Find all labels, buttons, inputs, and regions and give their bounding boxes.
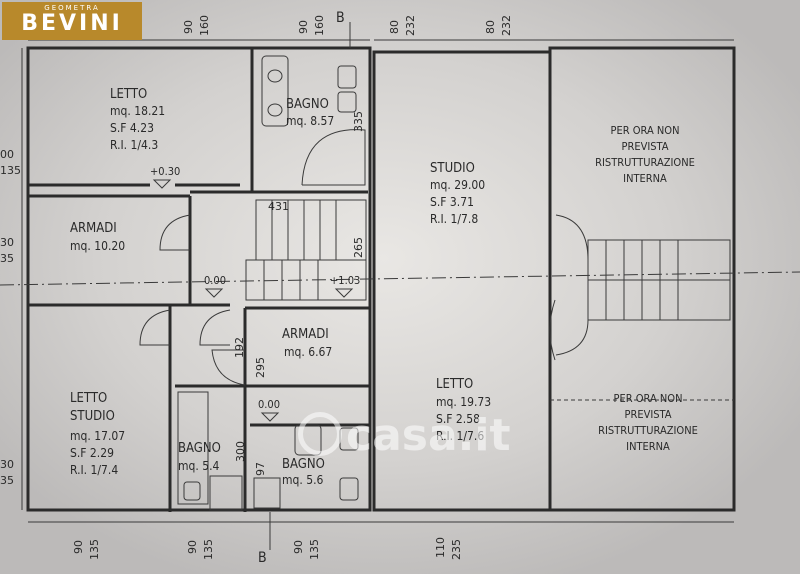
level-plus-030: +0.30 xyxy=(150,165,180,178)
note-no-renovation-1: PER ORA NON PREVISTA RISTRUTTURAZIONE IN… xyxy=(595,124,695,185)
svg-text:RISTRUTTURAZIONE: RISTRUTTURAZIONE xyxy=(595,156,695,169)
svg-text:S.F 3.71: S.F 3.71 xyxy=(430,195,474,209)
svg-text:mq. 5.4: mq. 5.4 xyxy=(178,459,220,473)
svg-text:R.I. 1/7.6: R.I. 1/7.6 xyxy=(436,429,484,443)
dim-left-3: 30 xyxy=(0,236,14,249)
svg-text:BAGNO: BAGNO xyxy=(178,441,221,456)
dim-inner-335: 335 xyxy=(352,111,365,132)
svg-text:R.I. 1/7.8: R.I. 1/7.8 xyxy=(430,212,478,226)
svg-text:S.F 2.29: S.F 2.29 xyxy=(70,446,114,460)
dim-bottom-7: 110 xyxy=(434,537,447,558)
dim-bottom-1: 90 xyxy=(72,540,85,554)
svg-text:R.I. 1/4.3: R.I. 1/4.3 xyxy=(110,138,158,152)
svg-text:mq. 29.00: mq. 29.00 xyxy=(430,178,485,192)
dim-bottom-8: 235 xyxy=(450,539,463,560)
room-armadi-1: ARMADI mq. 10.20 xyxy=(70,221,125,253)
dim-left-2: 135 xyxy=(0,164,21,177)
dim-top-5: 80 xyxy=(388,20,401,34)
dim-inner-97: 97 xyxy=(254,462,267,476)
svg-text:BAGNO: BAGNO xyxy=(286,97,329,112)
svg-text:mq. 10.20: mq. 10.20 xyxy=(70,239,125,253)
note-no-renovation-2: PER ORA NON PREVISTA RISTRUTTURAZIONE IN… xyxy=(598,392,698,453)
dim-top-8: 232 xyxy=(500,15,513,36)
room-bagno-3: BAGNO mq. 5.6 xyxy=(282,457,325,487)
dimensions-bottom: 90 135 90 135 90 135 110 235 xyxy=(72,537,463,560)
dim-inner-192: 192 xyxy=(233,337,246,358)
dim-bottom-4: 135 xyxy=(202,539,215,560)
room-studio: STUDIO mq. 29.00 S.F 3.71 R.I. 1/7.8 xyxy=(430,161,485,226)
svg-text:ARMADI: ARMADI xyxy=(70,221,117,236)
svg-text:S.F 4.23: S.F 4.23 xyxy=(110,121,154,135)
level-markers: +0.30 0.00 +1.03 0.00 xyxy=(150,165,360,422)
level-000-b: 0.00 xyxy=(258,398,280,411)
svg-text:RISTRUTTURAZIONE: RISTRUTTURAZIONE xyxy=(598,424,698,437)
dimensions-inner: 335 431 265 192 295 300 97 xyxy=(233,111,365,476)
svg-text:PREVISTA: PREVISTA xyxy=(621,140,668,153)
svg-text:INTERNA: INTERNA xyxy=(626,440,670,453)
dim-left-5: 30 xyxy=(0,458,14,471)
svg-text:PER ORA NON: PER ORA NON xyxy=(614,392,683,405)
dim-left-4: 35 xyxy=(0,252,14,265)
casa-it-watermark: casa.it xyxy=(298,410,510,461)
room-letto-1: LETTO mq. 18.21 S.F 4.23 R.I. 1/4.3 xyxy=(110,87,165,152)
dim-bottom-3: 90 xyxy=(186,540,199,554)
room-letto-studio: LETTO STUDIO mq. 17.07 S.F 2.29 R.I. 1/7… xyxy=(70,391,125,477)
dim-inner-265: 265 xyxy=(352,237,365,258)
svg-text:S.F 2.58: S.F 2.58 xyxy=(436,412,480,426)
svg-text:BAGNO: BAGNO xyxy=(282,457,325,472)
dim-left-6: 35 xyxy=(0,474,14,487)
room-bagno-2: BAGNO mq. 5.4 xyxy=(178,441,221,473)
dim-top-4: 160 xyxy=(313,15,326,36)
svg-text:STUDIO: STUDIO xyxy=(70,409,115,424)
section-marker-top: B xyxy=(336,10,345,26)
dimensions-left: 00 135 30 35 30 35 xyxy=(0,148,21,487)
watermark-circle-icon xyxy=(298,412,342,456)
dim-top-1: 90 xyxy=(182,20,195,34)
dim-inner-300: 300 xyxy=(234,441,247,462)
svg-text:mq. 5.6: mq. 5.6 xyxy=(282,473,324,487)
svg-text:mq. 17.07: mq. 17.07 xyxy=(70,429,125,443)
svg-text:mq. 19.73: mq. 19.73 xyxy=(436,395,491,409)
room-letto-2: LETTO mq. 19.73 S.F 2.58 R.I. 1/7.6 xyxy=(436,377,491,443)
logo-name: BEVINI xyxy=(21,11,123,36)
logo-tagline: GEOMETRA xyxy=(44,4,100,12)
svg-text:PREVISTA: PREVISTA xyxy=(624,408,671,421)
bevini-logo: GEOMETRA BEVINI xyxy=(2,2,142,40)
room-bagno-1: BAGNO mq. 8.57 xyxy=(286,97,334,128)
svg-text:mq. 6.67: mq. 6.67 xyxy=(284,345,332,359)
section-marker-bottom: B xyxy=(258,550,267,566)
svg-text:R.I. 1/7.4: R.I. 1/7.4 xyxy=(70,463,118,477)
svg-text:mq. 18.21: mq. 18.21 xyxy=(110,104,165,118)
level-000-a: 0.00 xyxy=(204,274,226,287)
svg-text:STUDIO: STUDIO xyxy=(430,161,475,176)
svg-text:mq. 8.57: mq. 8.57 xyxy=(286,114,334,128)
svg-text:LETTO: LETTO xyxy=(436,377,473,392)
dim-bottom-5: 90 xyxy=(292,540,305,554)
dim-inner-295: 295 xyxy=(254,357,267,378)
dim-top-7: 80 xyxy=(484,20,497,34)
dim-top-2: 160 xyxy=(198,15,211,36)
dim-inner-431: 431 xyxy=(268,200,289,213)
dimensions-top: 90 160 90 160 80 232 80 232 xyxy=(182,15,513,36)
room-armadi-2: ARMADI mq. 6.67 xyxy=(282,327,332,359)
svg-text:ARMADI: ARMADI xyxy=(282,327,329,342)
dim-top-6: 232 xyxy=(404,15,417,36)
svg-text:INTERNA: INTERNA xyxy=(623,172,667,185)
dim-bottom-6: 135 xyxy=(308,539,321,560)
level-plus-103: +1.03 xyxy=(330,274,360,287)
watermark-text: casa.it xyxy=(346,410,511,461)
dim-bottom-2: 135 xyxy=(88,539,101,560)
walls xyxy=(0,22,800,550)
svg-text:PER ORA NON: PER ORA NON xyxy=(611,124,680,137)
svg-text:LETTO: LETTO xyxy=(70,391,107,406)
dim-top-3: 90 xyxy=(297,20,310,34)
svg-text:LETTO: LETTO xyxy=(110,87,147,102)
dim-left-1: 00 xyxy=(0,148,14,161)
